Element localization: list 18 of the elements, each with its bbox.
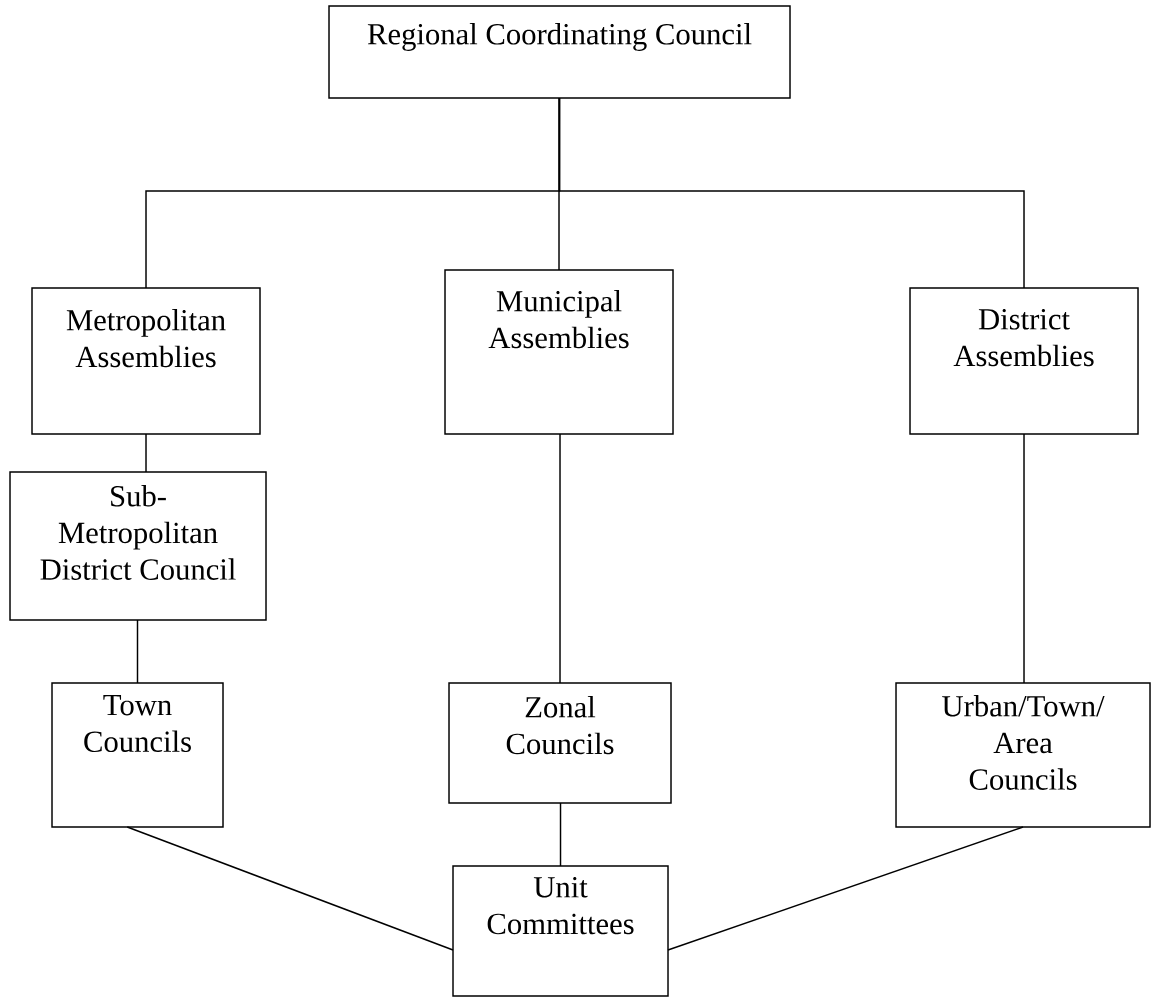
connector-line [136, 619, 139, 684]
org-box: Metropolitan Assemblies [31, 287, 261, 435]
org-box: Sub-Metropolitan District Council [9, 471, 267, 621]
connector-line [145, 433, 147, 473]
connector-line [1023, 433, 1025, 684]
org-box: Town Councils [51, 682, 224, 828]
org-box: Municipal Assemblies [444, 269, 674, 435]
connector-line [559, 802, 562, 867]
connector-line [667, 826, 1024, 951]
connector-line [559, 433, 561, 684]
connector-line [558, 97, 560, 271]
org-box: Urban/Town/ Area Councils [895, 682, 1151, 828]
org-box: Unit Committees [452, 865, 669, 997]
org-box: Zonal Councils [448, 682, 672, 804]
connector-line [126, 826, 454, 951]
org-box: District Assemblies [909, 287, 1139, 435]
org-box: Regional Coordinating Council [328, 5, 791, 99]
connector-line [558, 97, 1025, 289]
